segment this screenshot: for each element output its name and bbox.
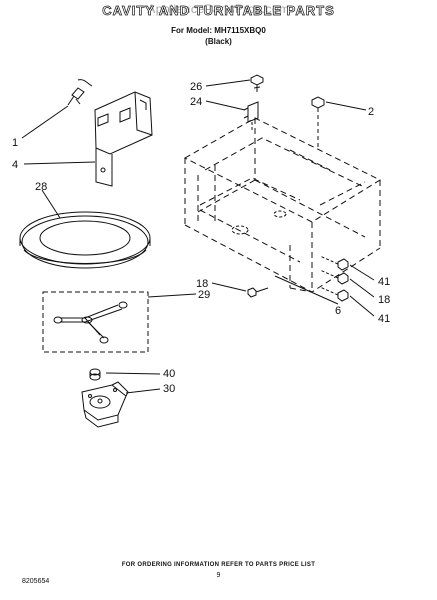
callout-26: 26: [190, 81, 202, 93]
model-line: For Model: MH7115XBQ0: [171, 26, 266, 35]
part-switch-harness: [67, 79, 93, 106]
callout-29: 29: [198, 289, 210, 301]
part-turntable-ring: [19, 211, 151, 269]
cavity-details: [231, 210, 287, 235]
leader-lines: [21, 79, 375, 394]
diagram-title: CAVITY AND TURNTABLE PARTS: [102, 3, 335, 19]
callout-41-bottom: 41: [378, 313, 390, 325]
callout-28: 28: [35, 181, 47, 193]
callout-24: 24: [190, 96, 202, 108]
part-bracket: [94, 91, 153, 187]
part-oven-cavity: [183, 117, 382, 293]
callout-6: 6: [335, 305, 341, 317]
part-turntable-motor: [81, 381, 129, 428]
part-screw-26: [250, 74, 264, 92]
callout-18-left: 18: [196, 278, 208, 290]
page-number: 9: [216, 572, 221, 579]
part-coupler: [89, 368, 101, 381]
callout-18-right: 18: [378, 294, 390, 306]
callout-40: 40: [163, 368, 175, 380]
callout-41-top: 41: [378, 276, 390, 288]
color-line: (Black): [205, 37, 232, 46]
callout-4: 4: [12, 159, 18, 171]
callout-1: 1: [12, 137, 18, 149]
part-roller-support: [42, 291, 149, 353]
part-side-screws: [319, 255, 349, 302]
part-screw-18-left: [247, 287, 269, 298]
document-code: 8205654: [22, 578, 50, 585]
part-clip-24: [243, 101, 259, 132]
watermark: AppliancePartsPros.com: [147, 2, 290, 16]
ordering-note: FOR ORDERING INFORMATION REFER TO PARTS …: [121, 562, 316, 568]
part-nut-2: [311, 96, 325, 150]
callout-2: 2: [368, 106, 374, 118]
callout-30: 30: [163, 383, 175, 395]
